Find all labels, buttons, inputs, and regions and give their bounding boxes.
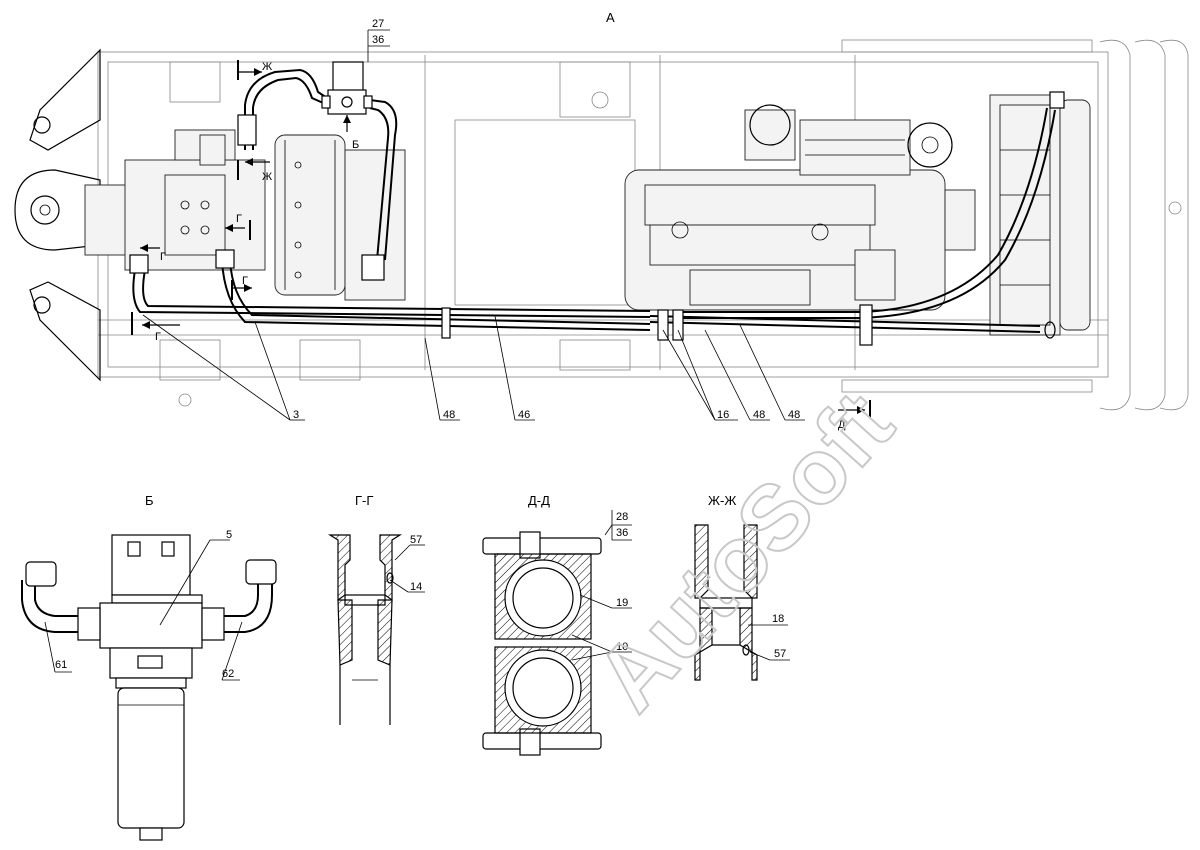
main-view: А xyxy=(14,10,1189,431)
hydraulic-lines xyxy=(129,61,1065,346)
callout-48-a: 48 xyxy=(443,409,455,421)
marker-b: Б xyxy=(352,139,359,151)
callout-27: 27 xyxy=(372,18,384,30)
detail-zhzh-callout-18: 18 xyxy=(772,613,784,625)
detail-b-callout-5: 5 xyxy=(226,529,232,541)
detail-dd-callout-19: 19 xyxy=(616,597,628,609)
main-callouts: 27 36 3 48 46 16 48 48 xyxy=(142,18,805,421)
callout-36: 36 xyxy=(372,34,384,46)
detail-zhzh-callout-57: 57 xyxy=(774,648,786,660)
detail-b-callout-62: 62 xyxy=(222,668,234,680)
detail-zhzh-title: Ж-Ж xyxy=(708,493,736,508)
callout-48-c: 48 xyxy=(788,409,800,421)
watermark: AutoSoft xyxy=(577,373,913,730)
detail-dd-callout-10: 10 xyxy=(616,641,628,653)
chassis-frame xyxy=(97,39,1189,411)
marker-g4: Г xyxy=(155,331,161,343)
callout-3: 3 xyxy=(293,409,299,421)
detail-dd-callout-28: 28 xyxy=(616,511,628,523)
callout-46: 46 xyxy=(518,409,530,421)
detail-gg: Г-Г 57 14 xyxy=(327,493,425,725)
detail-b-callout-61: 61 xyxy=(55,659,67,671)
callout-16: 16 xyxy=(717,409,729,421)
marker-g3: Г xyxy=(242,275,248,287)
view-title: А xyxy=(606,10,615,25)
detail-gg-title: Г-Г xyxy=(355,493,373,508)
detail-dd: Д-Д 28 36 19 10 xyxy=(482,493,632,756)
gearbox xyxy=(84,129,266,271)
callout-48-b: 48 xyxy=(753,409,765,421)
marker-zh-mid: Ж xyxy=(262,171,272,183)
detail-dd-title: Д-Д xyxy=(528,493,550,508)
detail-zhzh: Ж-Ж 18 57 xyxy=(694,493,790,681)
detail-gg-callout-14: 14 xyxy=(410,581,422,593)
section-markers: Ж Ж Б Г Г Г Г Д xyxy=(131,60,871,431)
detail-gg-callout-57: 57 xyxy=(410,534,422,546)
detail-b: Б 5 61 62 xyxy=(21,493,277,841)
marker-zh-top: Ж xyxy=(262,61,272,73)
marker-d: Д xyxy=(838,419,846,431)
detail-b-title: Б xyxy=(145,493,154,508)
detail-dd-callout-36: 36 xyxy=(616,527,628,539)
marker-g1: Г xyxy=(236,213,242,225)
marker-g2: Г xyxy=(160,251,166,263)
engine xyxy=(624,94,1091,336)
